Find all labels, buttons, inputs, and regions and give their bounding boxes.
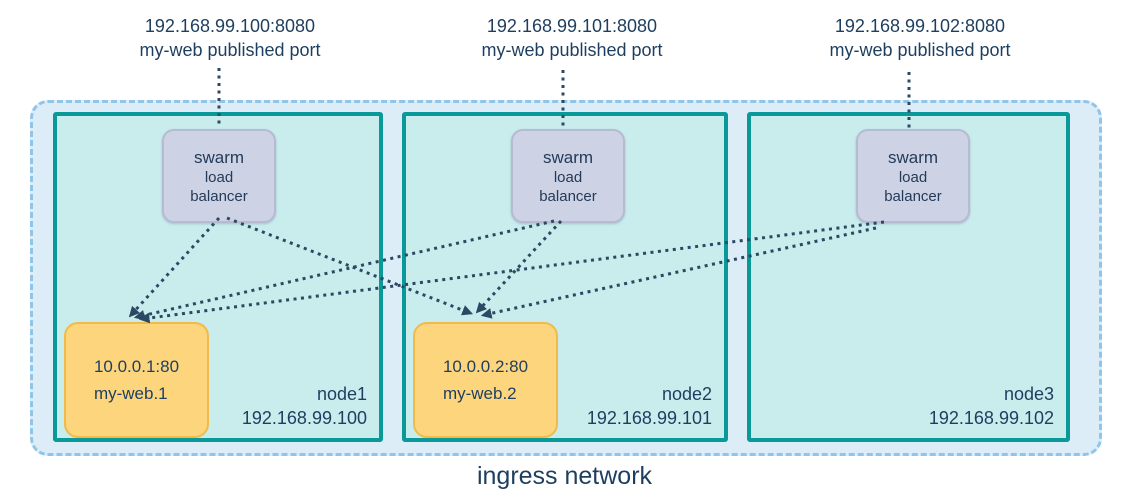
task-name: my-web.1 xyxy=(93,384,168,403)
published-port-caption: my-web published port xyxy=(139,40,321,60)
task-address: 10.0.0.1:80 xyxy=(93,357,180,376)
ingress-network-caption: ingress network xyxy=(476,462,653,490)
node-label-node3: node3 192.168.99.102 xyxy=(929,382,1054,430)
swarm-load-balancer-node1: swarm load balancer xyxy=(162,129,276,223)
published-port-address: 192.168.99.101:8080 xyxy=(486,16,658,36)
lb-line: load xyxy=(553,168,583,186)
published-port-label-node1: 192.168.99.100:8080 my-web published por… xyxy=(70,14,390,62)
published-port-label-node3: 192.168.99.102:8080 my-web published por… xyxy=(760,14,1080,62)
node-name: node2 xyxy=(661,384,712,404)
published-port-label-node2: 192.168.99.101:8080 my-web published por… xyxy=(412,14,732,62)
node-label-node2: node2 192.168.99.101 xyxy=(587,382,712,430)
node-box-node2: swarm load balancer 10.0.0.2:80 my-web.2… xyxy=(402,112,728,442)
node-label-node1: node1 192.168.99.100 xyxy=(242,382,367,430)
published-port-caption: my-web published port xyxy=(829,40,1011,60)
node-ip: 192.168.99.102 xyxy=(928,408,1054,428)
published-port-address: 192.168.99.100:8080 xyxy=(144,16,316,36)
swarm-load-balancer-node3: swarm load balancer xyxy=(856,129,970,223)
task-box-my-web-1: 10.0.0.1:80 my-web.1 xyxy=(64,322,209,438)
published-port-address: 192.168.99.102:8080 xyxy=(834,16,1006,36)
lb-line: balancer xyxy=(884,187,942,205)
node-box-node3: swarm load balancer node3 192.168.99.102 xyxy=(747,112,1070,442)
lb-title: swarm xyxy=(193,147,245,167)
node-ip: 192.168.99.101 xyxy=(586,408,712,428)
node-ip: 192.168.99.100 xyxy=(241,408,367,428)
lb-line: load xyxy=(898,168,928,186)
swarm-load-balancer-node2: swarm load balancer xyxy=(511,129,625,223)
task-address: 10.0.0.2:80 xyxy=(442,357,529,376)
task-name: my-web.2 xyxy=(442,384,517,403)
lb-line: balancer xyxy=(539,187,597,205)
lb-title: swarm xyxy=(887,147,939,167)
published-port-caption: my-web published port xyxy=(481,40,663,60)
node-name: node3 xyxy=(1003,384,1054,404)
task-box-my-web-2: 10.0.0.2:80 my-web.2 xyxy=(413,322,558,438)
node-box-node1: swarm load balancer 10.0.0.1:80 my-web.1… xyxy=(53,112,383,442)
lb-title: swarm xyxy=(542,147,594,167)
lb-line: balancer xyxy=(190,187,248,205)
node-name: node1 xyxy=(316,384,367,404)
lb-line: load xyxy=(204,168,234,186)
